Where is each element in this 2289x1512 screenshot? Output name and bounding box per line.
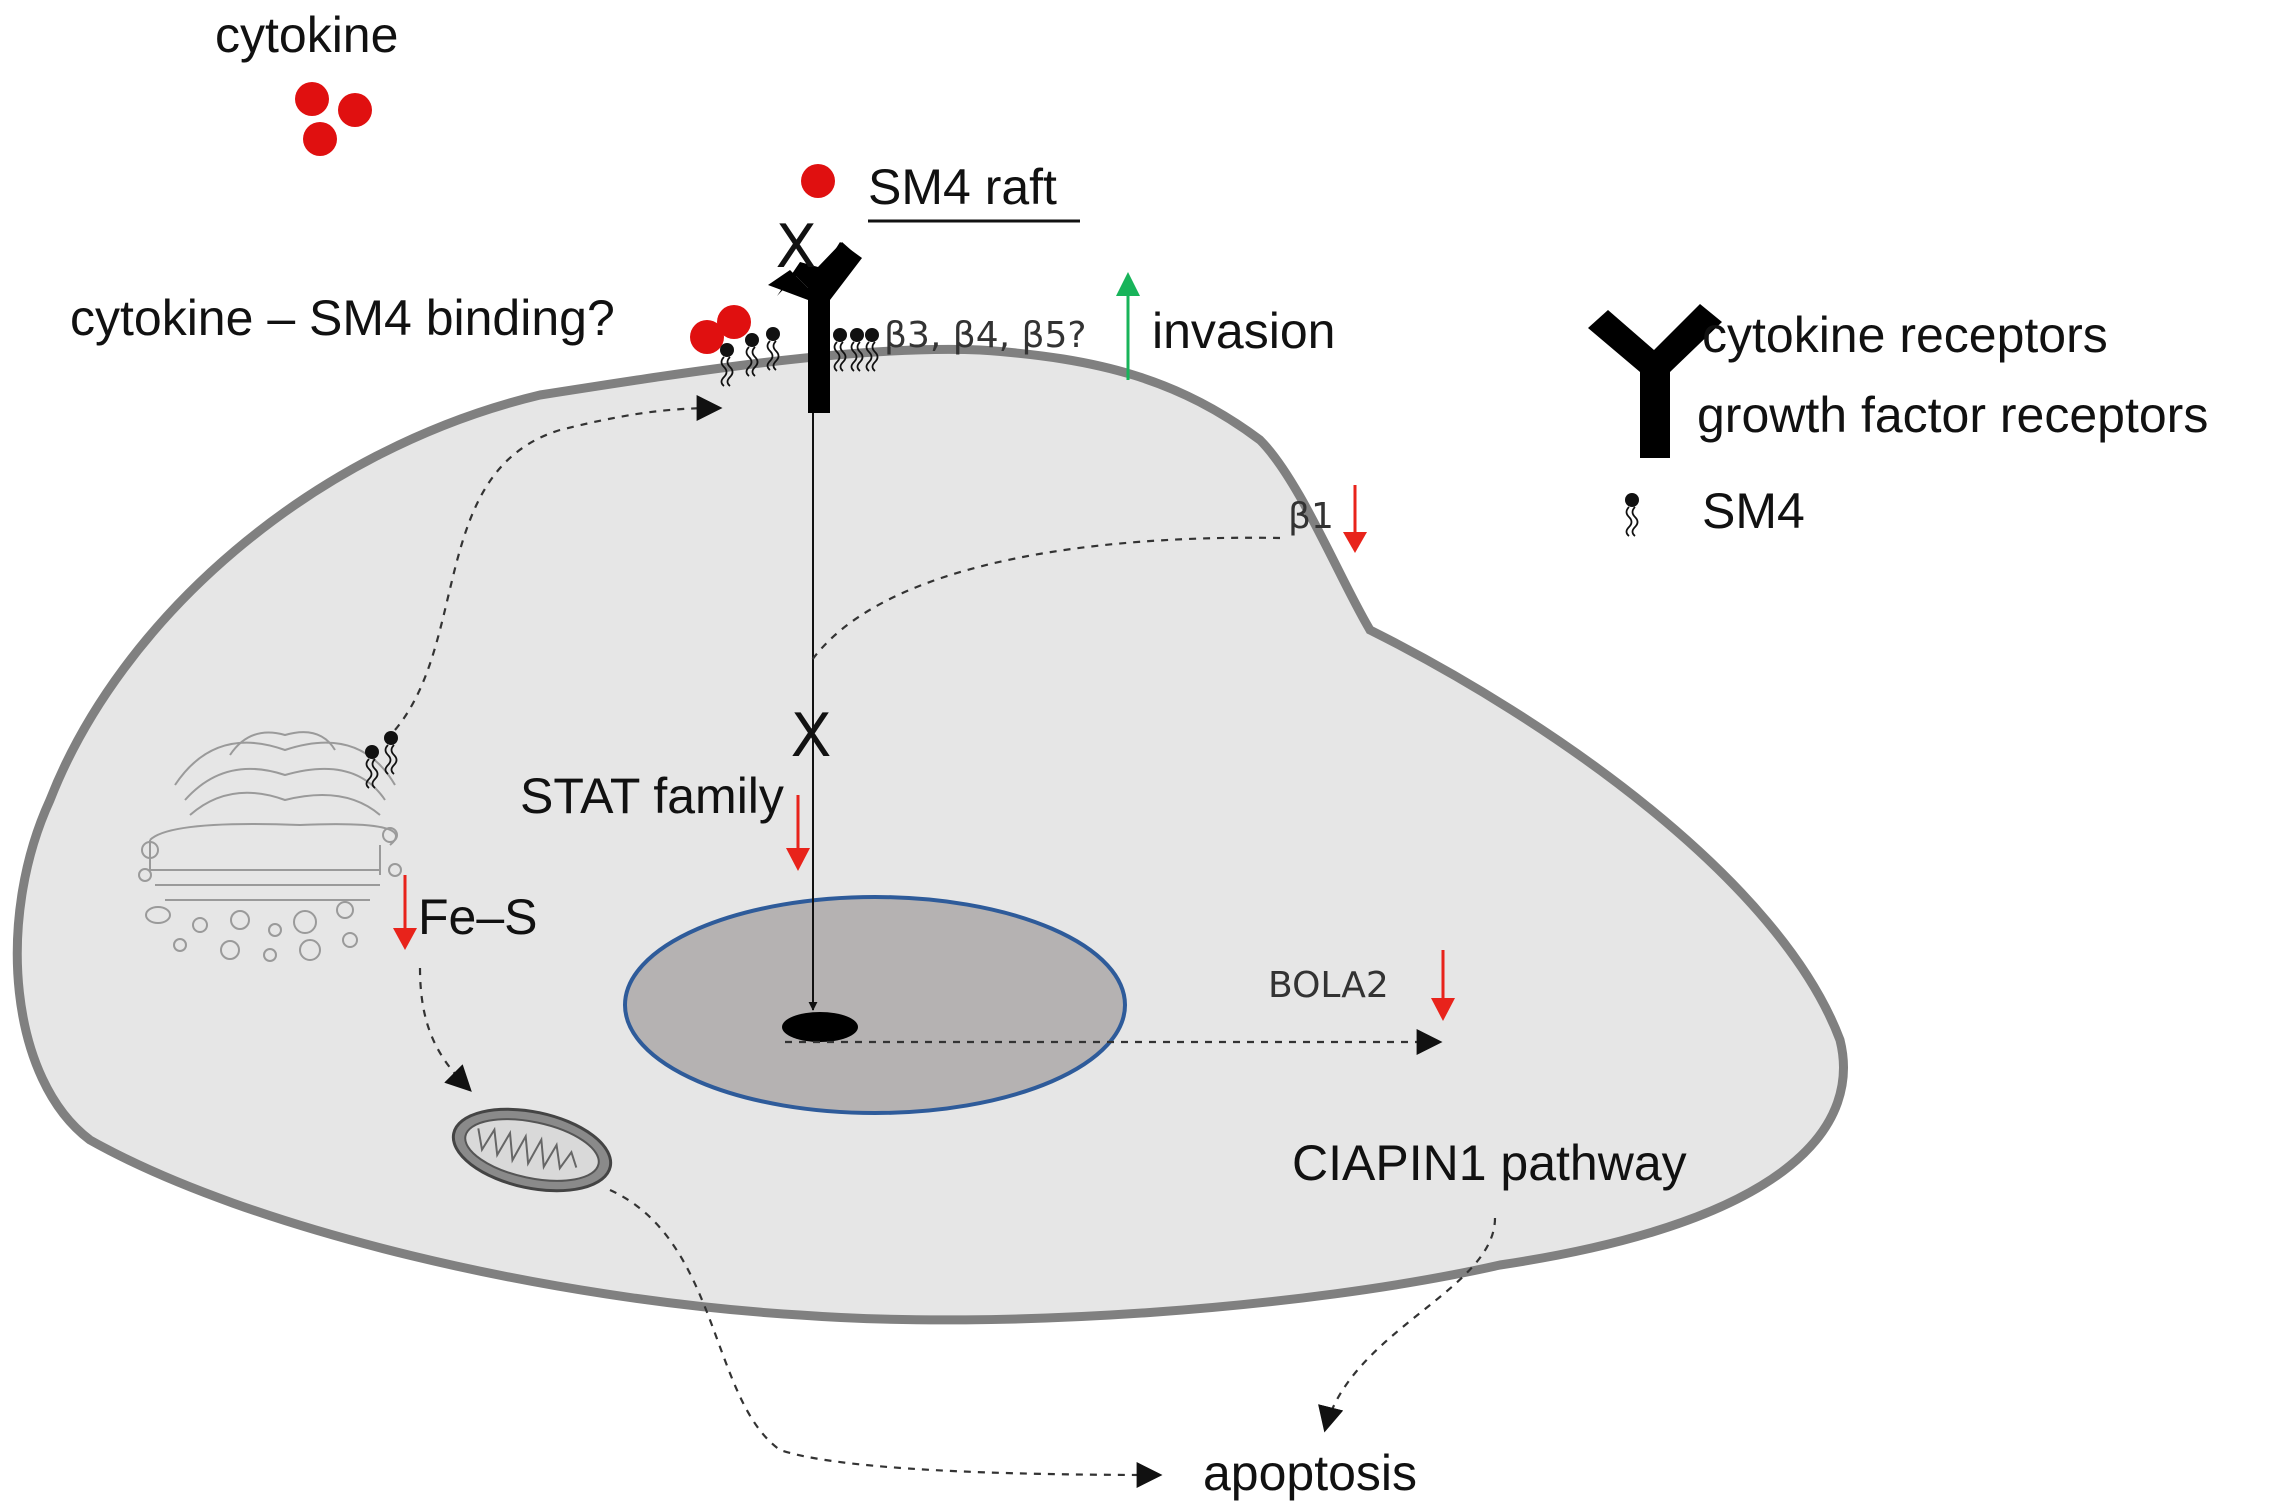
fe-s-label: Fe–S xyxy=(418,889,538,945)
stat-family-label: STAT family xyxy=(520,768,784,824)
legend-sm4-label: SM4 xyxy=(1702,483,1805,539)
apoptosis-label: apoptosis xyxy=(1203,1445,1417,1501)
legend-receptors-line2: growth factor receptors xyxy=(1697,387,2208,443)
bola2-down-arrow xyxy=(1431,950,1455,1021)
sm4-raft-dot xyxy=(801,164,835,198)
beta1-label: β1 xyxy=(1288,496,1334,537)
stat-down-arrow xyxy=(786,795,810,871)
raft-inhibit-mark: X xyxy=(775,212,816,282)
fes-to-mito-arrow xyxy=(418,967,472,1092)
mito-to-apoptosis-arrow xyxy=(609,1188,1163,1488)
binding-question-label: cytokine – SM4 binding? xyxy=(70,290,615,346)
invasion-up-arrow xyxy=(1116,272,1140,380)
bola2-label: BOLA2 xyxy=(1268,965,1389,1006)
ciapin1-to-apoptosis-arrow xyxy=(1318,1217,1497,1433)
sm4-raft-label: SM4 raft xyxy=(868,159,1057,215)
beta-subunits-label: β3, β4, β5? xyxy=(884,315,1087,356)
legend-sm4-icon xyxy=(1624,492,1640,537)
stat-inhibit-mark: X xyxy=(790,701,831,771)
golgi-icon xyxy=(138,731,402,962)
cell-membrane xyxy=(12,344,1848,1325)
cytokine-cluster xyxy=(295,82,372,156)
invasion-label: invasion xyxy=(1152,303,1335,359)
cytokine-label: cytokine xyxy=(215,7,398,63)
golgi-to-membrane-arrow xyxy=(394,395,723,731)
ciapin1-label: CIAPIN1 pathway xyxy=(1292,1135,1687,1191)
beta1-down-arrow xyxy=(1343,485,1367,553)
mitochondrion-icon xyxy=(451,1107,613,1193)
fes-down-arrow xyxy=(393,875,417,950)
nucleolus xyxy=(782,1012,858,1042)
legend-receptors-line1: cytokine receptors xyxy=(1702,307,2108,363)
legend-receptor-icon xyxy=(1588,304,1722,458)
bound-cytokines xyxy=(690,305,751,354)
nucleus xyxy=(623,895,1127,1115)
